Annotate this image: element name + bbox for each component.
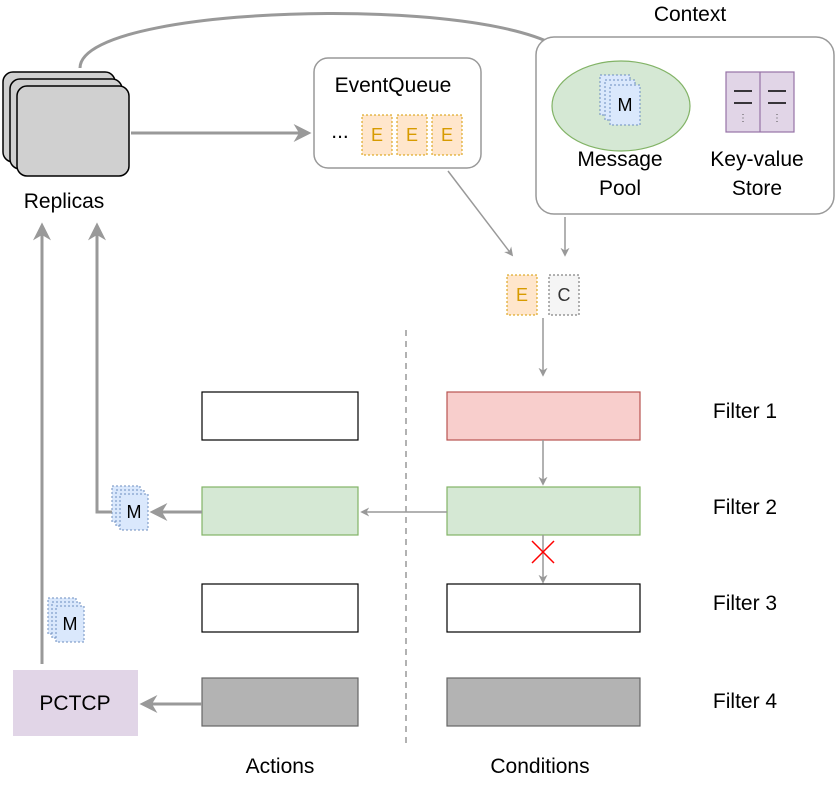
filter4-action <box>201 677 359 727</box>
filter1-action <box>201 391 359 441</box>
kv-store-icon: ⋮ ⋮ <box>725 71 795 133</box>
svg-text:M: M <box>63 614 78 634</box>
filter3-label: Filter 3 <box>713 592 777 615</box>
svg-text:C: C <box>558 285 571 305</box>
filter1-condition <box>446 391 641 441</box>
message-icon-pctcp: M <box>47 597 85 643</box>
filter1-label: Filter 1 <box>713 400 777 423</box>
event-chip: E <box>361 114 393 156</box>
message-icon-filter2: M <box>111 485 149 531</box>
kv-store-label-line1: Key-value <box>710 148 803 171</box>
event-chip: E <box>431 114 463 156</box>
kv-store-label-line2: Store <box>732 177 782 200</box>
event-queue-ellipsis: ... <box>331 120 349 143</box>
filter2-condition <box>446 486 641 536</box>
svg-text:E: E <box>371 125 383 145</box>
replicas-node <box>2 71 130 177</box>
svg-text:E: E <box>516 285 528 305</box>
blocked-cross-icon <box>531 540 555 564</box>
actions-column-label: Actions <box>246 755 315 778</box>
svg-text:E: E <box>406 125 418 145</box>
pair-context-chip: C <box>548 274 580 316</box>
filter2-label: Filter 2 <box>713 496 777 519</box>
queue-to-pair-arrow <box>447 170 514 257</box>
svg-text:⋮: ⋮ <box>738 113 748 124</box>
svg-text:E: E <box>441 125 453 145</box>
message-pool-icon: M <box>599 74 641 126</box>
pctcp-box <box>13 670 138 736</box>
message-to-replicas-arrow <box>88 222 112 514</box>
event-chip: E <box>396 114 428 156</box>
svg-text:⋮: ⋮ <box>772 113 782 124</box>
filter4-condition <box>446 677 641 727</box>
pair-event-chip: E <box>506 274 538 316</box>
context-title: Context <box>654 3 727 26</box>
pctcp-label: PCTCP <box>39 692 110 715</box>
filter3-condition <box>446 583 641 633</box>
message-pool-label-line2: Pool <box>599 177 641 200</box>
filter4-label: Filter 4 <box>713 690 778 713</box>
message-pool-label-line1: Message <box>577 148 662 171</box>
svg-text:M: M <box>127 502 142 522</box>
filter3-action <box>201 583 359 633</box>
event-queue-title: EventQueue <box>335 74 452 97</box>
svg-text:M: M <box>618 95 633 115</box>
conditions-column-label: Conditions <box>490 755 589 778</box>
replicas-label: Replicas <box>24 190 105 213</box>
filter2-action <box>201 486 359 536</box>
